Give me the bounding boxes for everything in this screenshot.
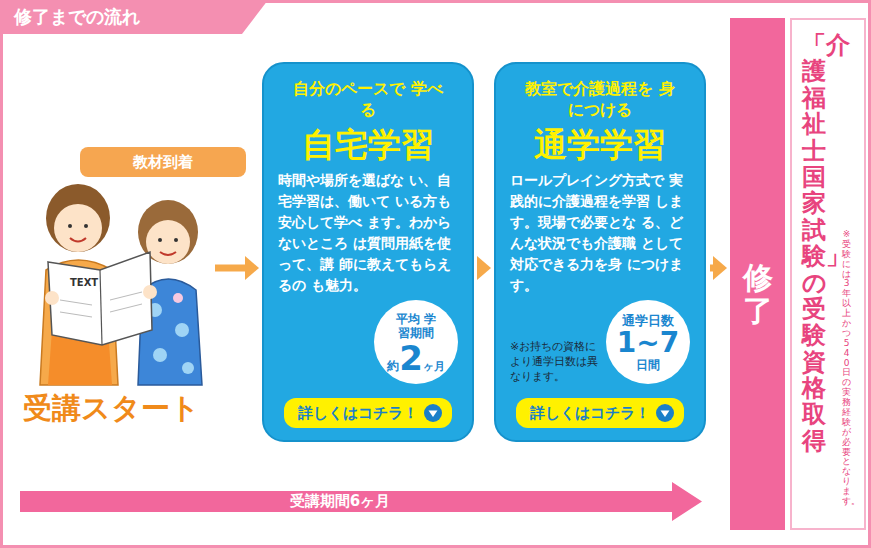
course-box: 教室で介護過程を 身につける通学学習ロールプレイング方式で 実践的に介護過程を学…	[494, 62, 706, 442]
course-subtitle: 教室で介護過程を 身につける	[524, 78, 676, 120]
completion-text: 修了！	[743, 261, 773, 327]
start-text: 受講スタート	[23, 390, 200, 426]
start-area: 教材到着受講スタート	[15, 140, 211, 440]
flow-arrow	[215, 256, 259, 280]
course-heading: 通学学習	[510, 124, 690, 166]
qualification-panel: 「介護福祉士国家試験」の受験資格取得 ※受験には3年以上かつ540日の実務経験が必…	[790, 18, 866, 530]
course-note: ※お持ちの資格に より通学日数は異なります。	[510, 339, 600, 384]
badge-circle: 通学日数1~7日間	[606, 300, 690, 384]
badge-row: ※お持ちの資格に より通学日数は異なります。通学日数1~7日間	[510, 300, 690, 384]
badge-number: 1~7	[617, 328, 679, 358]
down-icon	[656, 404, 674, 422]
title: 修了までの流れ	[14, 5, 140, 29]
course-subtitle: 自分のペースで 学べる	[292, 78, 444, 120]
badge-unit: 約	[387, 358, 399, 375]
flow-arrow	[477, 256, 491, 280]
period-label: 受講期間6ヶ月	[240, 492, 440, 511]
badge-unit: 日間	[636, 358, 660, 372]
badge-row: 平均 学習期間約2ヶ月	[278, 300, 458, 384]
completion-band: 修了！	[730, 18, 785, 530]
flow-arrow	[710, 256, 727, 280]
badge-unit: ヶ月	[423, 359, 445, 374]
badge-circle: 平均 学習期間約2ヶ月	[374, 300, 458, 384]
course-box: 自分のペースで 学べる自宅学習時間や場所を選ばな い、自宅学習は、働いて いる方…	[262, 62, 474, 442]
arrival-tag: 教材到着	[80, 147, 246, 177]
women-illustration	[0, 0, 260, 400]
down-icon	[424, 404, 442, 422]
detail-button: 詳しくはコチラ！	[516, 398, 684, 428]
button-text: 詳しくはコチラ！	[298, 404, 418, 423]
badge-value-row: 約2ヶ月	[387, 340, 445, 376]
badge-caption: 通学日数	[622, 313, 674, 328]
button-text: 詳しくはコチラ！	[530, 404, 650, 423]
course-body: ロールプレイング方式で 実践的に介護過程を学習 します。現場で必要とな る、どん…	[510, 170, 690, 296]
badge-number: 2	[399, 340, 423, 376]
course-body: 時間や場所を選ばな い、自宅学習は、働いて いる方も安心して学べ ます。わからな…	[278, 170, 458, 296]
qualification-text: 「介護福祉士国家試験」の受験資格取得	[802, 32, 826, 454]
book-label: TEXT	[70, 277, 98, 288]
badge-caption: 平均 学習期間	[391, 312, 441, 340]
detail-button: 詳しくはコチラ！	[284, 398, 452, 428]
course-heading: 自宅学習	[278, 124, 458, 166]
qualification-note: ※受験には3年以上かつ540日の実務経験が必要となります。	[842, 230, 851, 507]
